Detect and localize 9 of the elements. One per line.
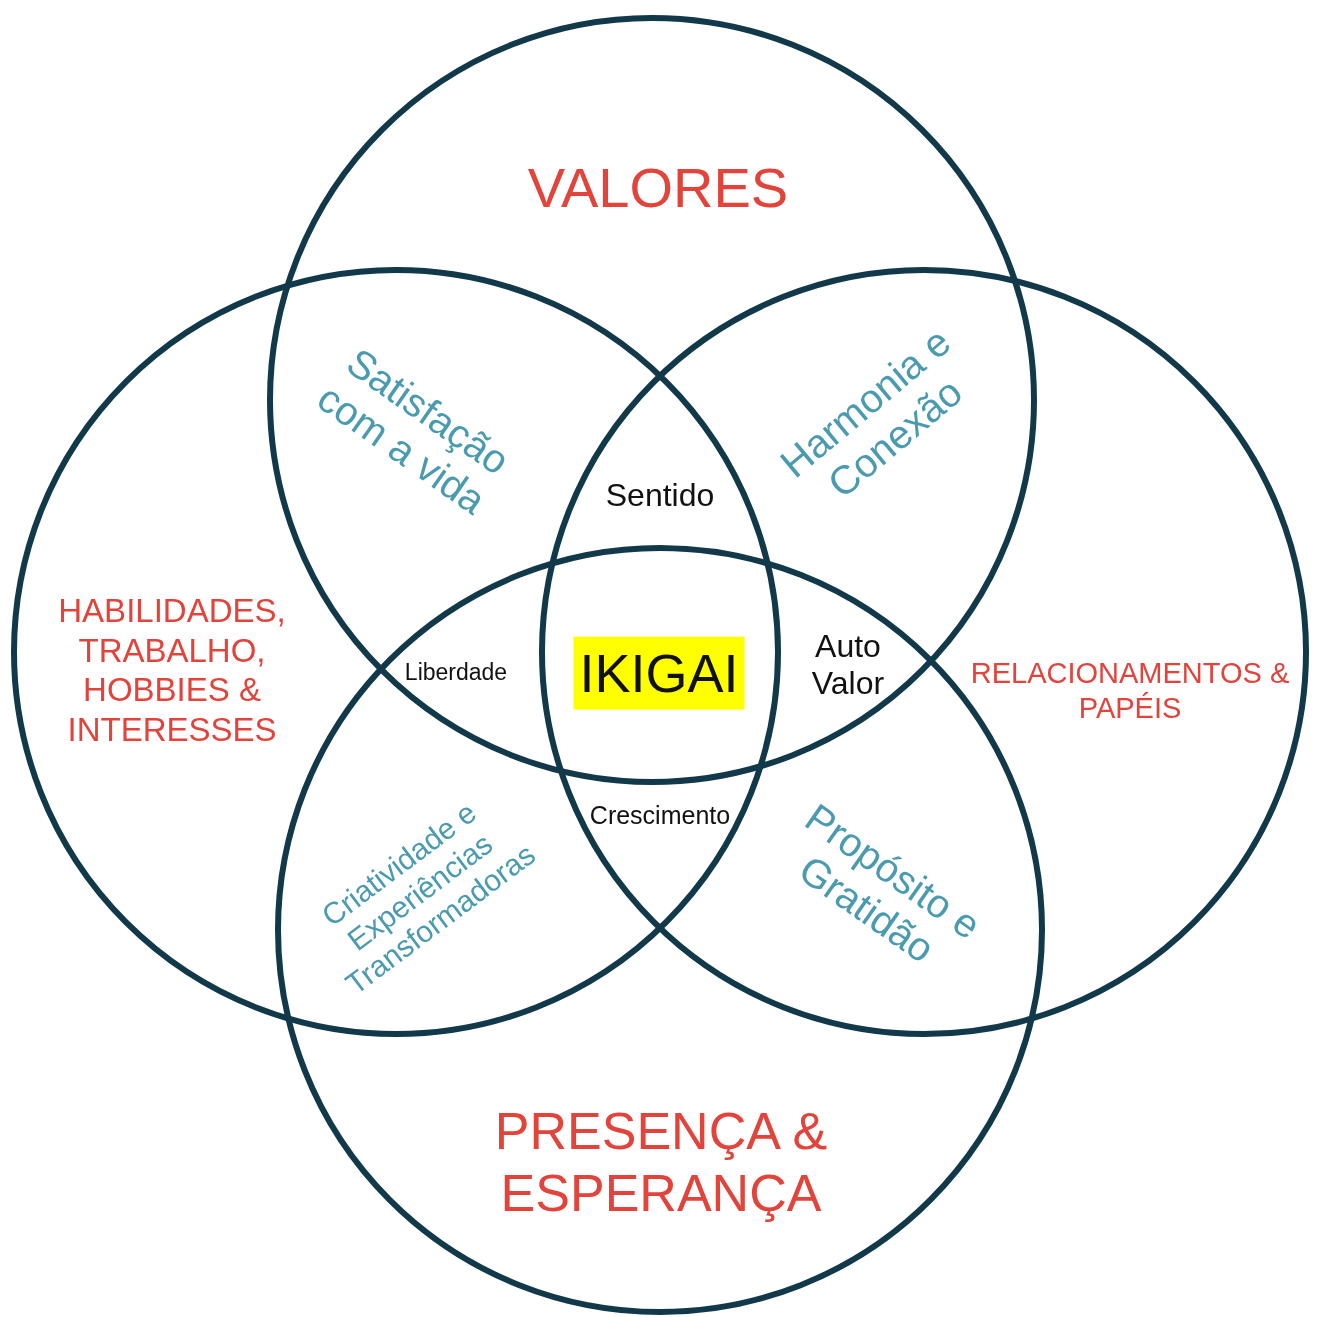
circle-label: VALORES: [526, 155, 790, 222]
region-label: Sentido: [604, 476, 716, 514]
circle-label: RELACIONAMENTOS & PAPÉIS: [969, 656, 1291, 726]
region-label: Liberdade: [403, 658, 509, 686]
circle-label: PRESENÇA & ESPERANÇA: [493, 1100, 829, 1224]
highlighted-label: IKIGAI: [573, 636, 745, 710]
region-label: Crescimento: [588, 800, 732, 830]
circle-label: HABILIDADES, TRABALHO, HOBBIES & INTERESSES: [57, 590, 287, 750]
region-label: Auto Valor: [810, 628, 886, 702]
